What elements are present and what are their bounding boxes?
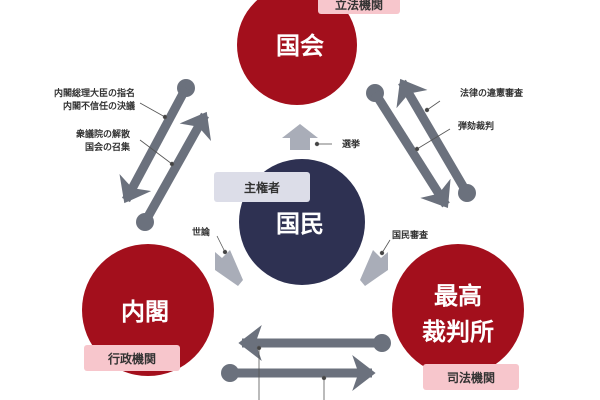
people-label: 国民: [276, 210, 324, 238]
court-circle: [392, 244, 524, 376]
svg-text:司法機関: 司法機関: [447, 370, 495, 385]
svg-text:行政機関: 行政機関: [107, 351, 156, 366]
judicial-tag: 司法機関: [423, 364, 519, 390]
label-no-confidence: 内閣不信任の決議: [63, 100, 135, 112]
diet-to-cabinet-arrow: [119, 79, 195, 204]
cabinet-to-diet-arrow: [136, 111, 212, 231]
diet-to-court-arrow: [366, 84, 451, 209]
court-to-cabinet-arrow: [238, 325, 391, 361]
svg-text:立法機関: 立法機関: [335, 0, 383, 12]
judicial-review-by-people-arrow: [360, 250, 388, 286]
label-people-review: 国民審査: [392, 229, 429, 241]
svg-text:主権者: 主権者: [244, 180, 280, 195]
diet-label: 国会: [276, 32, 324, 60]
cabinet-label: 内閣: [121, 298, 169, 326]
label-impeachment: 弾劾裁判: [458, 120, 494, 132]
executive-tag: 行政機関: [84, 345, 180, 371]
cabinet-to-court-arrow: [221, 355, 376, 391]
public-opinion-arrow: [215, 250, 243, 286]
legislative-tag: 立法機関: [318, 0, 400, 14]
label-public-opinion: 世論: [192, 226, 211, 238]
label-election: 選挙: [342, 138, 361, 150]
cabinet-circle: [82, 244, 214, 376]
court-label-line1: 最高: [434, 282, 482, 310]
court-to-diet-arrow: [396, 78, 476, 202]
court-label-line2: 裁判所: [422, 318, 494, 346]
election-arrow: [282, 124, 318, 150]
label-convocation: 国会の召集: [85, 141, 131, 153]
diet-circle: [237, 0, 357, 105]
label-constitutional-review: 法律の違憲審査: [460, 87, 524, 99]
label-dissolution: 衆議院の解散: [76, 128, 131, 140]
label-pm-nomination: 内閣総理大臣の指名: [54, 87, 135, 99]
sovereign-tag: 主権者: [214, 172, 310, 202]
